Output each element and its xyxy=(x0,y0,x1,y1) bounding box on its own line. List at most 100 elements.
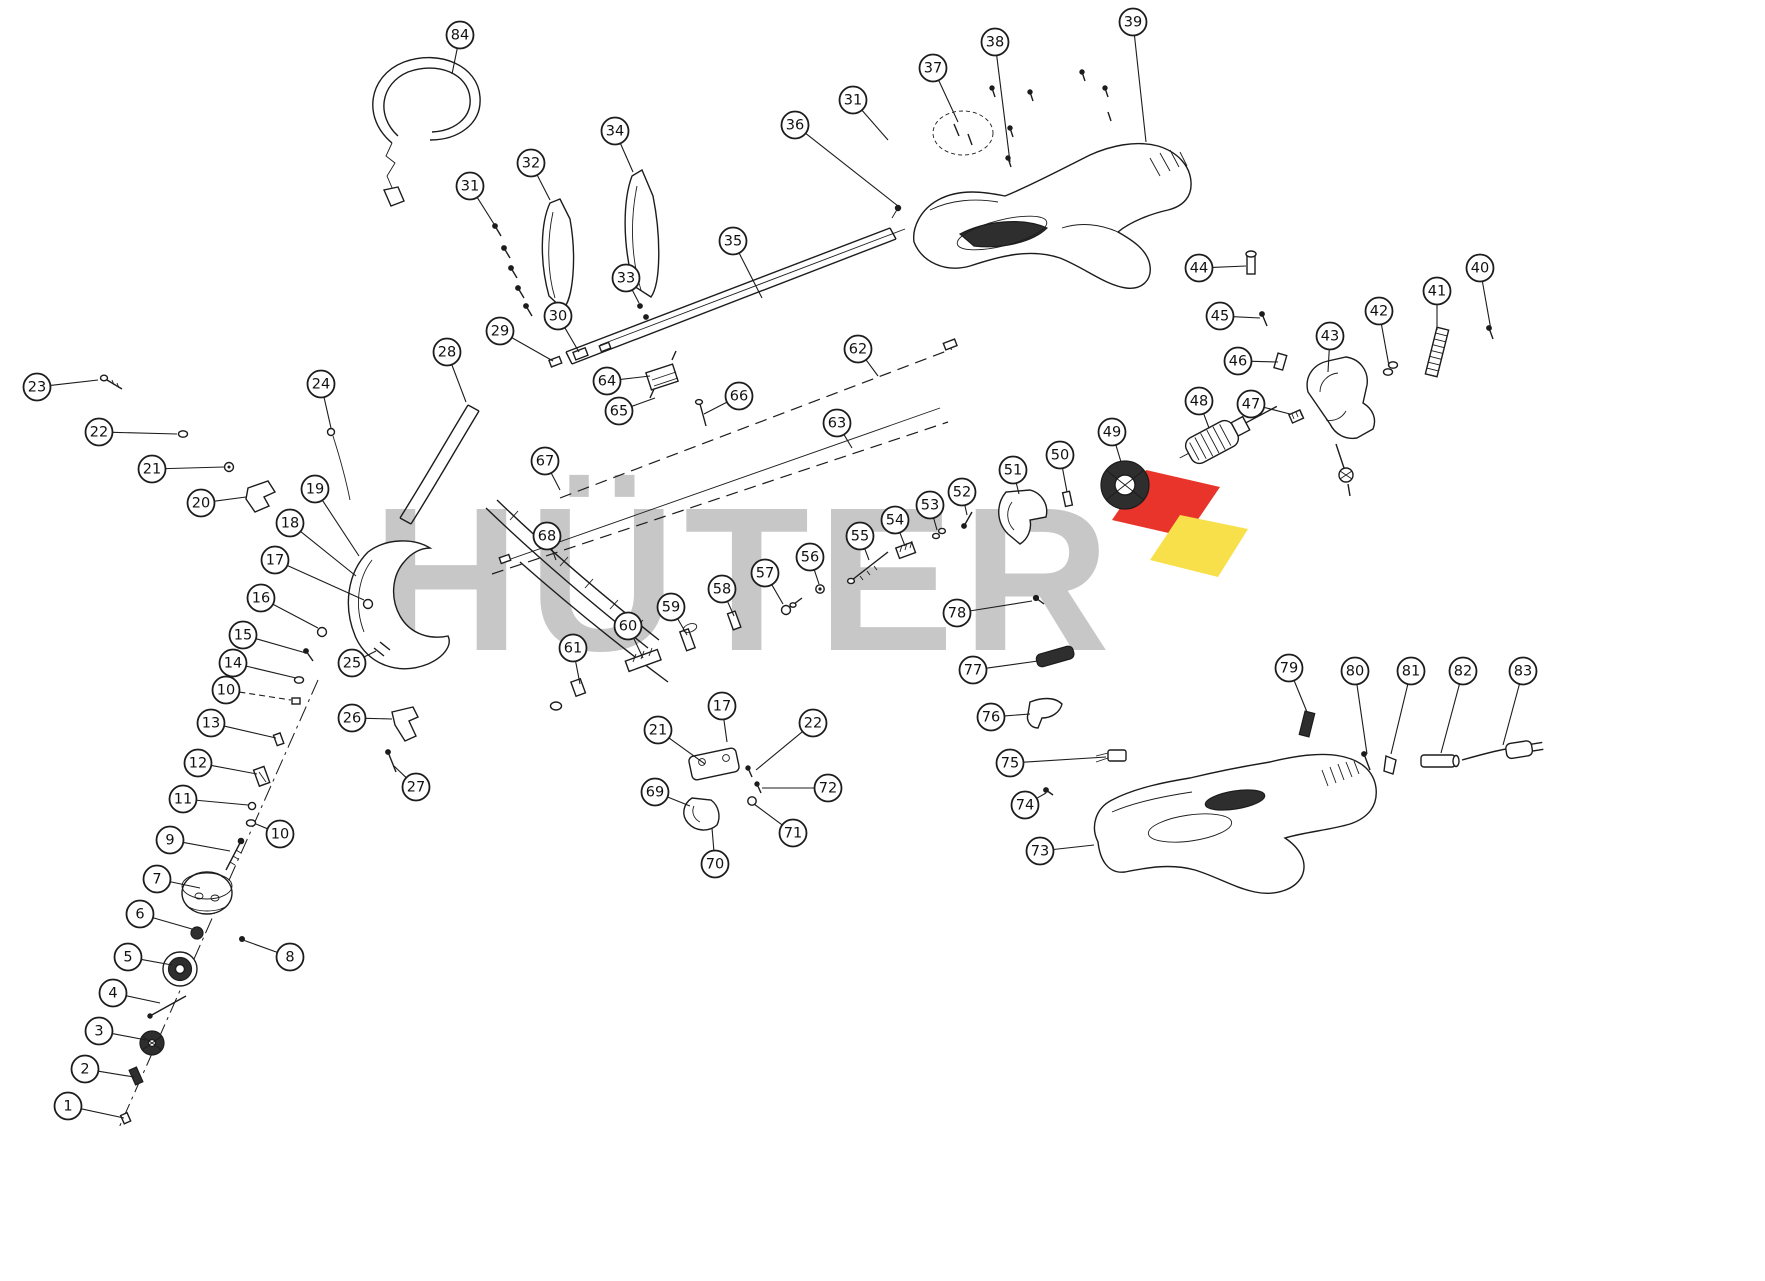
leader-line-44 xyxy=(1212,265,1247,268)
callout-number-34: 34 xyxy=(606,124,624,140)
callout-24: 24 xyxy=(306,369,336,429)
callout-circle-52 xyxy=(947,477,977,507)
callout-number-41: 41 xyxy=(1428,284,1446,300)
leader-line-16 xyxy=(272,603,319,629)
callout-56: 56 xyxy=(795,542,825,585)
leader-line-31 xyxy=(476,197,495,225)
callout-78: 78 xyxy=(942,598,1033,628)
callout-5: 5 xyxy=(113,942,173,972)
leader-line-21 xyxy=(668,737,706,765)
callout-circle-69 xyxy=(640,777,670,807)
callout-26: 26 xyxy=(337,703,393,733)
leader-line-36 xyxy=(805,132,899,207)
callout-number-67: 67 xyxy=(536,454,554,470)
part-shaft-end-fittings xyxy=(548,341,707,427)
callout-circle-60 xyxy=(613,611,643,641)
callout-number-4: 4 xyxy=(108,986,117,1002)
part-loop-handle xyxy=(316,427,450,670)
callout-64: 64 xyxy=(592,366,651,396)
callout-number-29: 29 xyxy=(491,324,509,340)
leader-line-21 xyxy=(165,466,225,470)
leader-line-81 xyxy=(1390,683,1409,755)
leader-line-34 xyxy=(619,143,634,173)
callout-circle-17 xyxy=(260,545,290,575)
leader-line-22 xyxy=(755,731,803,771)
callout-49: 49 xyxy=(1097,417,1127,463)
part-bracket-group xyxy=(683,747,762,831)
callout-number-62: 62 xyxy=(849,342,867,358)
leader-line-28 xyxy=(451,364,467,403)
callout-15: 15 xyxy=(228,620,307,654)
callout-circle-78 xyxy=(942,598,972,628)
callout-number-7: 7 xyxy=(152,872,161,888)
callout-number-1: 1 xyxy=(63,1099,72,1115)
callout-circle-28 xyxy=(432,337,462,367)
callout-57: 57 xyxy=(750,558,784,605)
callout-76: 76 xyxy=(976,702,1031,732)
callout-circle-80 xyxy=(1340,656,1370,686)
callout-28: 28 xyxy=(432,337,467,403)
callout-53: 53 xyxy=(915,490,945,531)
part-screws-33 xyxy=(637,303,649,320)
callout-circle-51 xyxy=(998,455,1028,485)
callout-58: 58 xyxy=(707,574,737,617)
callout-circle-82 xyxy=(1448,656,1478,686)
callout-number-10: 10 xyxy=(271,827,289,843)
callout-46: 46 xyxy=(1223,346,1279,376)
part-left-fasteners xyxy=(99,374,277,513)
callout-circle-62 xyxy=(843,334,873,364)
callout-circle-58 xyxy=(707,574,737,604)
callout-circle-55 xyxy=(845,521,875,551)
callout-number-61: 61 xyxy=(564,641,582,657)
leader-line-17 xyxy=(287,565,365,601)
part-screws-31-left xyxy=(492,223,533,317)
callout-51: 51 xyxy=(998,455,1028,495)
callout-69: 69 xyxy=(640,777,691,807)
leader-line-24 xyxy=(323,397,332,429)
callout-number-58: 58 xyxy=(713,582,731,598)
callout-11: 11 xyxy=(168,784,249,814)
callout-circle-42 xyxy=(1364,296,1394,326)
callout-number-66: 66 xyxy=(730,389,748,405)
callout-circle-33 xyxy=(611,263,641,293)
leader-line-75 xyxy=(1023,756,1107,763)
leader-line-38 xyxy=(996,55,1011,163)
leader-line-47 xyxy=(1263,406,1291,415)
callout-number-37: 37 xyxy=(924,61,942,77)
callout-25: 25 xyxy=(337,648,377,678)
callout-number-63: 63 xyxy=(828,416,846,432)
leader-line-82 xyxy=(1440,683,1461,754)
leader-line-11 xyxy=(196,799,249,806)
leader-line-32 xyxy=(536,174,551,201)
leader-line-74 xyxy=(1036,792,1047,799)
callout-33: 33 xyxy=(611,263,641,304)
leader-line-2 xyxy=(98,1070,135,1078)
callout-circle-31 xyxy=(455,171,485,201)
callout-number-21: 21 xyxy=(143,462,161,478)
leader-line-26 xyxy=(365,717,393,720)
callout-7: 7 xyxy=(142,864,201,894)
callout-circle-37 xyxy=(918,53,948,83)
leader-line-51 xyxy=(1015,482,1020,495)
callout-number-12: 12 xyxy=(189,756,207,772)
callout-67: 67 xyxy=(530,446,561,491)
callout-52: 52 xyxy=(947,477,977,516)
part-handle-half-32 xyxy=(541,198,575,310)
callout-circle-32 xyxy=(516,148,546,178)
leader-line-43 xyxy=(1327,349,1330,373)
callout-circle-70 xyxy=(700,849,730,879)
callout-circle-43 xyxy=(1315,321,1345,351)
callout-number-24: 24 xyxy=(312,377,330,393)
callout-circle-10 xyxy=(265,819,295,849)
callout-circle-21 xyxy=(137,454,167,484)
callout-number-77: 77 xyxy=(964,663,982,679)
callout-81: 81 xyxy=(1390,656,1426,755)
leader-line-60 xyxy=(633,637,644,659)
leader-line-31 xyxy=(861,109,889,141)
callout-43: 43 xyxy=(1315,321,1345,373)
callout-circle-12 xyxy=(183,748,213,778)
callout-circle-53 xyxy=(915,490,945,520)
callout-circle-66 xyxy=(724,381,754,411)
